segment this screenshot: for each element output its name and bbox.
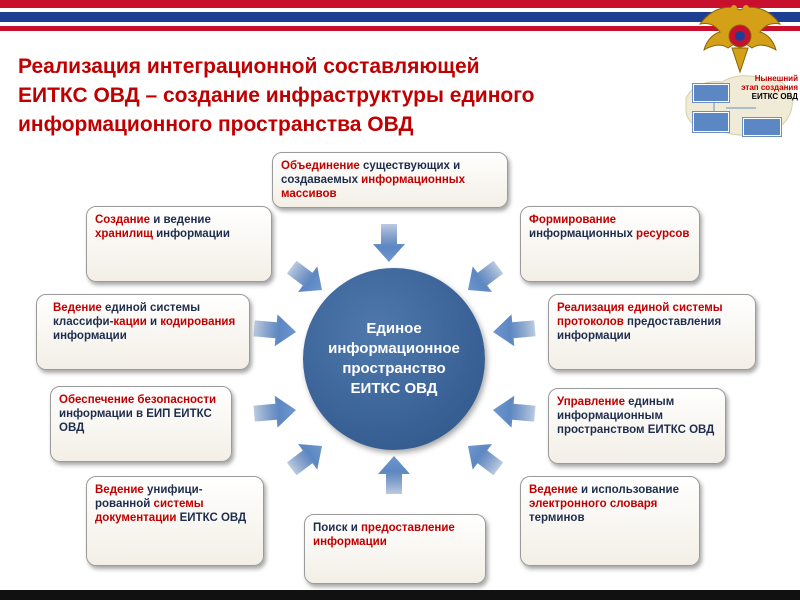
node-dictionary: Ведение и использование электронного сло… bbox=[520, 476, 700, 566]
stage-label-line-2: этап создания bbox=[741, 83, 798, 92]
arrow-from-bottom-left bbox=[286, 444, 322, 476]
title-line-1: Реализация интеграционной составляющей bbox=[18, 55, 480, 78]
node-info-resources: Формирование информационных ресурсов bbox=[520, 206, 700, 282]
node-protocols: Реализация единой системы протоколов пре… bbox=[548, 294, 756, 370]
stage-label-line-3: ЕИТКС ОВД bbox=[751, 92, 798, 101]
node-documentation: Ведение унифици-рованной системы докумен… bbox=[86, 476, 264, 566]
node-search: Поиск и предоставление информации bbox=[304, 514, 486, 584]
node-classification: Ведение единой системы классифи-кации и … bbox=[36, 294, 250, 370]
central-node: Единое информационное пространство ЕИТКС… bbox=[303, 268, 485, 450]
node-management: Управление единым информационным простра… bbox=[548, 388, 726, 464]
arrow-from-mid-right bbox=[493, 314, 536, 347]
header-stripes bbox=[0, 0, 800, 31]
center-line-2: информационное bbox=[328, 340, 460, 357]
stage-label-line-1: Нынешний bbox=[754, 74, 798, 83]
arrow-from-bottom bbox=[378, 456, 410, 494]
center-line-4: ЕИТКС ОВД bbox=[350, 380, 438, 397]
node-merge-arrays: Объединение существующих и создаваемых и… bbox=[272, 152, 508, 208]
stage-block-2 bbox=[693, 112, 729, 132]
current-stage-label: Нынешний этап создания ЕИТКС ОВД bbox=[728, 74, 798, 101]
arrow-from-top-right bbox=[468, 260, 504, 292]
node-security: Обеспечение безопасности информации в ЕИ… bbox=[50, 386, 232, 462]
node-storage: Создание и ведение хранилищ информации bbox=[86, 206, 272, 282]
page-title: Реализация интеграционной составляющей Е… bbox=[18, 52, 638, 139]
stage-block-1 bbox=[693, 84, 729, 102]
footer-bar bbox=[0, 590, 800, 600]
arrow-from-mid-left bbox=[253, 314, 296, 347]
arrow-from-top bbox=[373, 224, 405, 262]
title-line-2: ЕИТКС ОВД – создание инфраструктуры един… bbox=[18, 84, 535, 107]
eagle-emblem-icon bbox=[698, 5, 782, 74]
stage-block-3 bbox=[743, 118, 781, 136]
arrow-from-top-left bbox=[286, 260, 322, 292]
center-line-1: Единое bbox=[366, 320, 422, 337]
center-line-3: пространство bbox=[342, 360, 446, 377]
arrow-from-bottom-right bbox=[468, 444, 504, 476]
arrow-from-lower-right bbox=[493, 395, 536, 428]
title-line-3: информационного пространства ОВД bbox=[18, 113, 414, 136]
arrow-from-lower-left bbox=[253, 395, 296, 428]
